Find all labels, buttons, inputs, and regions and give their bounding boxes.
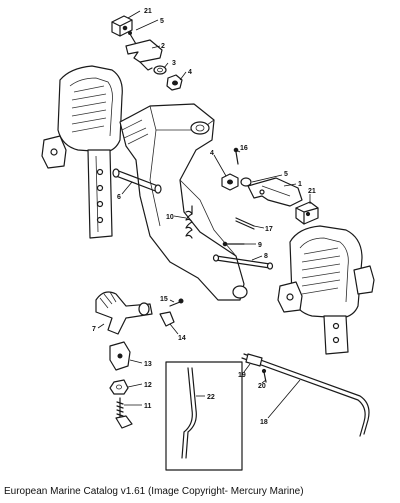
callout-10: 10 (166, 214, 174, 221)
callout-8: 8 (264, 253, 268, 260)
callout-4-mid: 4 (210, 150, 214, 157)
pin-and-shaft (212, 241, 274, 270)
callout-labels: 21 5 2 3 4 16 4 5 1 21 6 10 17 9 8 7 15 … (92, 8, 316, 426)
spring-and-pin (185, 205, 255, 239)
callout-13: 13 (144, 361, 152, 368)
callout-5-mid: 5 (284, 171, 288, 178)
screw-and-bushing (159, 298, 184, 327)
callout-9: 9 (258, 242, 262, 249)
callout-21-mid: 21 (308, 188, 316, 195)
callout-20: 20 (258, 383, 266, 390)
pivot-pin-tube (112, 168, 162, 194)
callout-11: 11 (144, 403, 152, 410)
callout-7: 7 (92, 326, 96, 333)
tilt-rod-assembly (241, 353, 370, 437)
lower-cam-and-bolt (109, 341, 133, 429)
callout-16: 16 (240, 145, 248, 152)
callout-22: 22 (207, 394, 215, 401)
inset-rod-box (165, 361, 243, 471)
callout-18: 18 (260, 419, 268, 426)
callout-14: 14 (178, 335, 186, 342)
swivel-bracket-casting (119, 103, 248, 301)
callout-6: 6 (117, 194, 121, 201)
callout-17: 17 (265, 226, 273, 233)
image-caption: European Marine Catalog v1.61 (Image Cop… (4, 486, 304, 497)
callout-15: 15 (160, 296, 168, 303)
callout-2: 2 (161, 43, 165, 50)
leader-lines (97, 10, 311, 419)
callout-4-top: 4 (188, 69, 192, 76)
callout-3: 3 (172, 60, 176, 67)
callout-5-top: 5 (160, 18, 164, 25)
callout-12: 12 (144, 382, 152, 389)
top-clamp-bracket-assembly (111, 15, 183, 91)
right-transom-clamp-bracket (277, 225, 375, 355)
callout-1: 1 (298, 181, 302, 188)
tilt-lock-lever-assembly (221, 147, 319, 225)
callout-21-top: 21 (144, 8, 152, 15)
left-transom-clamp-bracket (41, 65, 123, 239)
tilt-lever (95, 291, 153, 335)
callout-19: 19 (238, 372, 246, 379)
